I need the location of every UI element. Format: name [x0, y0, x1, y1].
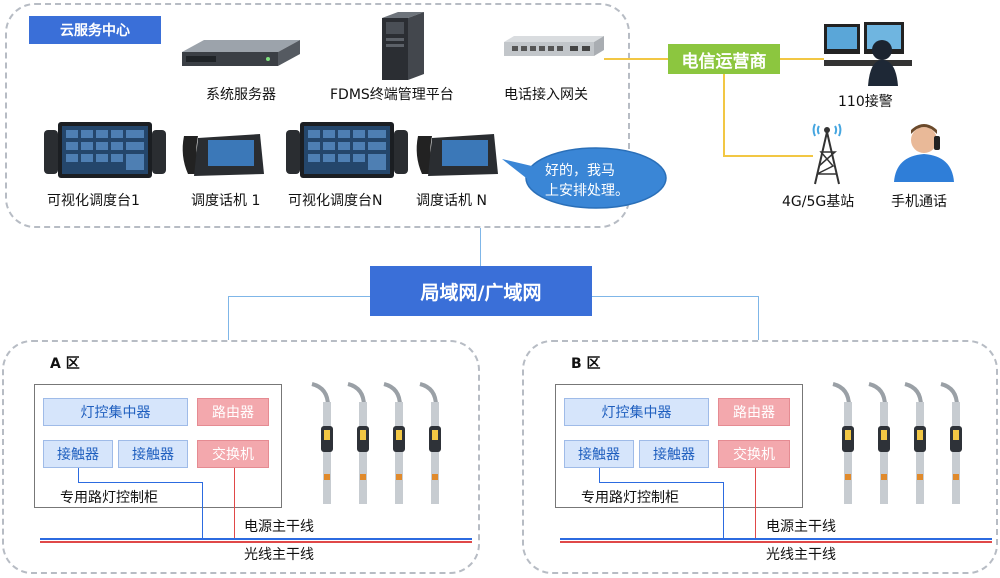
zone-b-wire-2 — [599, 482, 723, 483]
zone-a-contactor-1: 接触器 — [43, 440, 113, 468]
cloud-service-title: 云服务中心 — [29, 16, 161, 44]
speech-bubble-line1: 好的，我马 — [545, 163, 615, 179]
carrier-police-line — [780, 58, 824, 60]
network-left-drop — [228, 296, 229, 340]
zone-b-fiber-label: 光线主干线 — [766, 547, 836, 563]
speech-bubble-line2: 上安排处理。 — [545, 183, 629, 199]
mobile-call-label: 手机通话 — [891, 194, 947, 210]
network-left-line — [228, 296, 370, 297]
zone-a-power-line — [40, 538, 472, 540]
zone-a-cabinet-label: 专用路灯控制柜 — [60, 490, 158, 506]
zone-b-concentrator: 灯控集中器 — [564, 398, 709, 426]
mobile-caller-icon — [888, 118, 960, 182]
console-n-label: 可视化调度台N — [288, 193, 383, 209]
console-1-label: 可视化调度台1 — [47, 193, 140, 209]
network-right-drop — [758, 296, 759, 340]
zone-a-region — [2, 340, 480, 574]
telecom-carrier-box: 电信运营商 — [668, 44, 780, 74]
gateway-icon — [504, 36, 604, 58]
console-1-icon — [44, 120, 166, 180]
gateway-carrier-line — [604, 58, 668, 60]
zone-a-street-light-3 — [380, 382, 410, 506]
zone-a-power-label: 电源主干线 — [244, 519, 314, 535]
cloud-service-region — [5, 3, 630, 228]
carrier-station-hline — [723, 155, 813, 157]
zone-a-fiber-label: 光线主干线 — [244, 547, 314, 563]
police-operator-icon — [824, 20, 912, 86]
zone-b-street-light-4 — [937, 382, 967, 506]
fdms-label: FDMS终端管理平台 — [330, 87, 454, 103]
zone-b-wire-3 — [723, 482, 724, 538]
dispatch-phone-1-label: 调度话机 1 — [191, 193, 261, 209]
police-label: 110接警 — [838, 94, 893, 110]
zone-b-power-line — [560, 538, 992, 540]
zone-b-wire-4 — [755, 468, 756, 540]
zone-a-title: A 区 — [50, 356, 80, 372]
dispatch-phone-n-icon — [414, 126, 498, 178]
base-station-icon — [805, 122, 849, 186]
network-right-line — [592, 296, 758, 297]
zone-b-power-label: 电源主干线 — [766, 519, 836, 535]
zone-b-street-light-1 — [829, 382, 859, 506]
zone-a-wire-1 — [78, 468, 79, 482]
zone-a-wire-4 — [234, 468, 235, 540]
gateway-label: 电话接入网关 — [504, 87, 588, 103]
console-n-icon — [286, 120, 408, 180]
zone-a-street-light-1 — [308, 382, 338, 506]
zone-a-router: 路由器 — [197, 398, 269, 426]
zone-b-street-light-3 — [901, 382, 931, 506]
base-station-label: 4G/5G基站 — [782, 194, 855, 210]
zone-b-street-light-2 — [865, 382, 895, 506]
fdms-tower-icon — [378, 12, 426, 82]
speech-bubble — [500, 145, 670, 211]
zone-a-concentrator: 灯控集中器 — [43, 398, 188, 426]
zone-a-switch: 交换机 — [197, 440, 269, 468]
zone-b-contactor-1: 接触器 — [564, 440, 634, 468]
zone-a-contactor-2: 接触器 — [118, 440, 188, 468]
system-server-icon — [182, 38, 300, 74]
zone-a-wire-3 — [202, 482, 203, 538]
zone-a-fiber-line — [40, 541, 472, 543]
zone-b-switch: 交换机 — [718, 440, 790, 468]
carrier-station-vline — [723, 74, 725, 156]
network-box: 局域网/广域网 — [370, 266, 592, 316]
zone-a-street-light-4 — [416, 382, 446, 506]
dispatch-phone-1-icon — [180, 126, 264, 178]
zone-b-router: 路由器 — [718, 398, 790, 426]
zone-b-fiber-line — [560, 541, 992, 543]
zone-b-cabinet-label: 专用路灯控制柜 — [581, 490, 679, 506]
zone-b-wire-1 — [599, 468, 600, 482]
zone-b-title: B 区 — [571, 356, 601, 372]
cloud-network-line — [480, 228, 481, 266]
dispatch-phone-n-label: 调度话机 N — [416, 193, 487, 209]
system-server-label: 系统服务器 — [206, 87, 276, 103]
zone-a-wire-2 — [78, 482, 202, 483]
zone-a-street-light-2 — [344, 382, 374, 506]
zone-b-contactor-2: 接触器 — [639, 440, 709, 468]
zone-b-region — [522, 340, 998, 574]
